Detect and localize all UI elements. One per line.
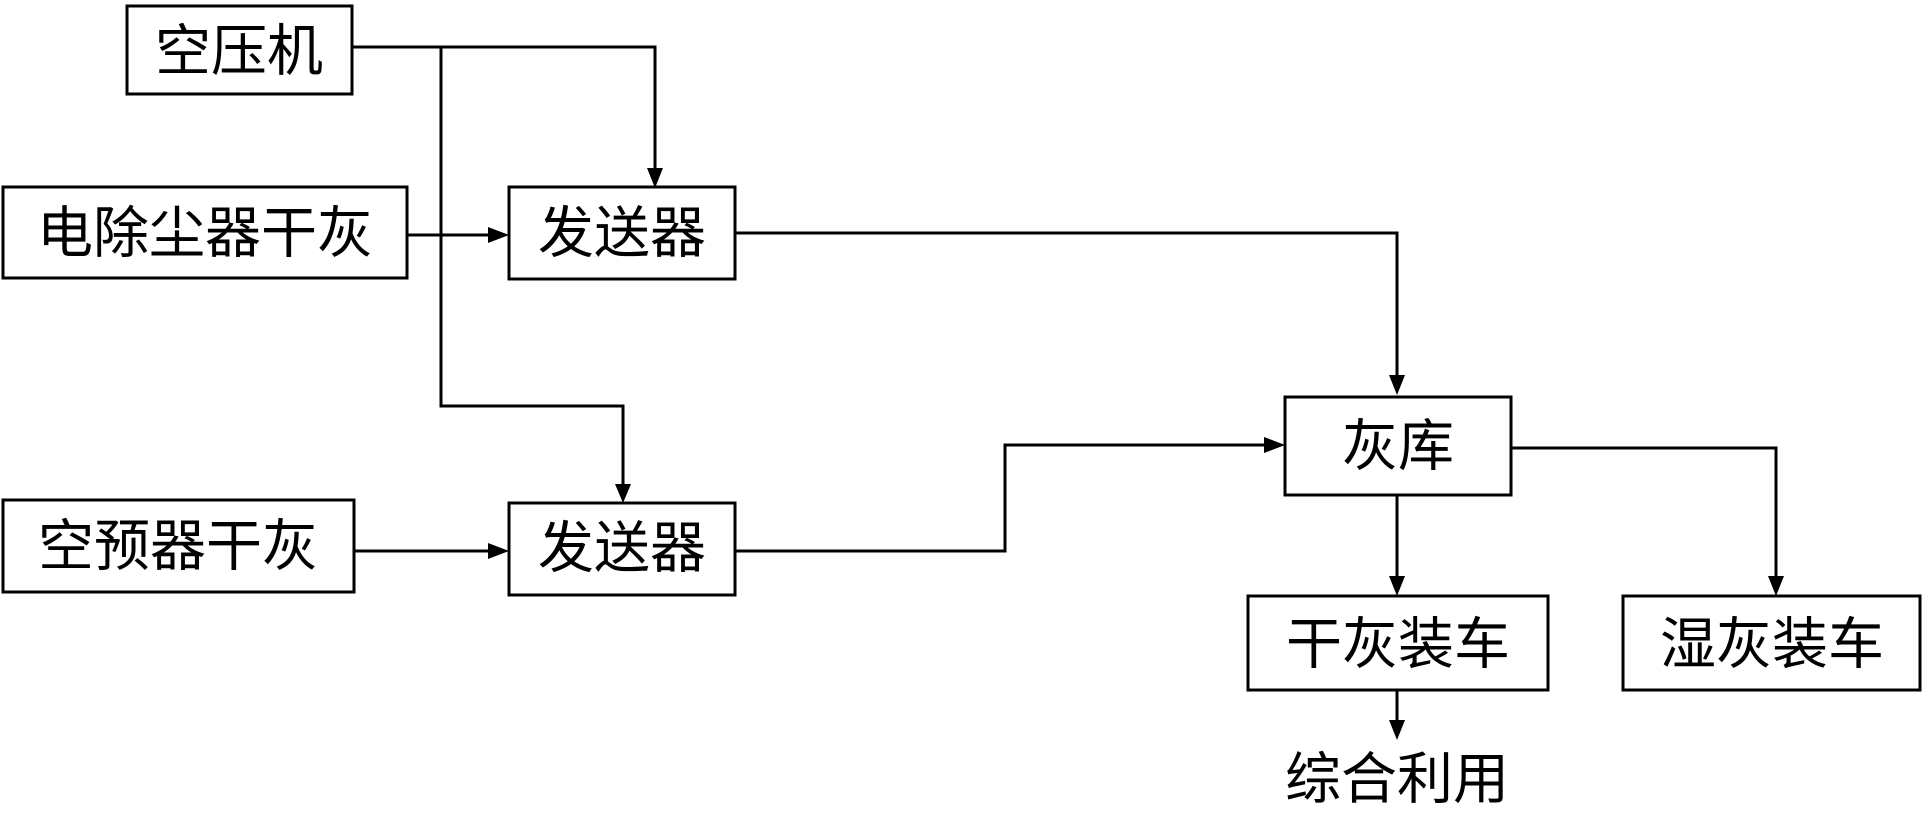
node-sender-1: 发送器	[507, 185, 737, 281]
node-air-compressor: 空压机	[125, 4, 354, 96]
arrow-into-wet-loading	[1768, 576, 1784, 596]
edge-compressor-to-sender-1	[352, 45, 657, 170]
node-label: 发送器	[538, 202, 706, 267]
node-label: 灰库	[1342, 415, 1454, 480]
node-box	[507, 185, 737, 281]
node-label: 发送器	[538, 517, 706, 582]
node-box	[1621, 594, 1922, 692]
node-box	[1, 185, 409, 280]
node-label: 湿灰装车	[1660, 613, 1884, 678]
node-label: 空预器干灰	[38, 515, 318, 580]
node-box	[125, 4, 354, 96]
node-box	[507, 501, 737, 597]
node-box	[1, 498, 356, 594]
edge-compressor-trunk-to-sender-2	[439, 47, 625, 487]
node-air-preheater-dry-ash: 空预器干灰	[1, 498, 356, 594]
edge-sender-2-to-ash-silo	[735, 443, 1267, 553]
arrow-into-sender-1-left	[488, 227, 509, 243]
connectors	[352, 45, 1778, 720]
arrow-into-sender-2-top	[615, 484, 631, 503]
node-label: 干灰装车	[1286, 613, 1510, 678]
arrow-into-comprehensive-use	[1389, 720, 1405, 740]
arrow-into-ash-silo-left	[1264, 437, 1285, 453]
node-comprehensive-use-label: 综合利用	[1285, 748, 1509, 813]
node-wet-ash-loading: 湿灰装车	[1621, 594, 1922, 692]
node-label: 电除尘器干灰	[37, 202, 373, 267]
arrow-heads	[488, 168, 1784, 740]
edge-ash-silo-to-wet-loading	[1511, 446, 1778, 577]
node-dry-ash-loading: 干灰装车	[1246, 594, 1550, 692]
arrow-into-dry-loading	[1389, 576, 1405, 596]
edge-sender-1-to-ash-silo	[735, 231, 1399, 377]
node-sender-2: 发送器	[507, 501, 737, 597]
node-box	[1246, 594, 1550, 692]
arrow-into-sender-2-left	[488, 543, 509, 559]
node-ash-silo: 灰库	[1283, 395, 1513, 497]
node-label: 空压机	[155, 20, 323, 85]
arrow-into-sender-1-top	[647, 168, 663, 188]
node-esp-dry-ash: 电除尘器干灰	[1, 185, 409, 280]
arrow-into-ash-silo-top	[1389, 375, 1405, 395]
node-box	[1283, 395, 1513, 497]
